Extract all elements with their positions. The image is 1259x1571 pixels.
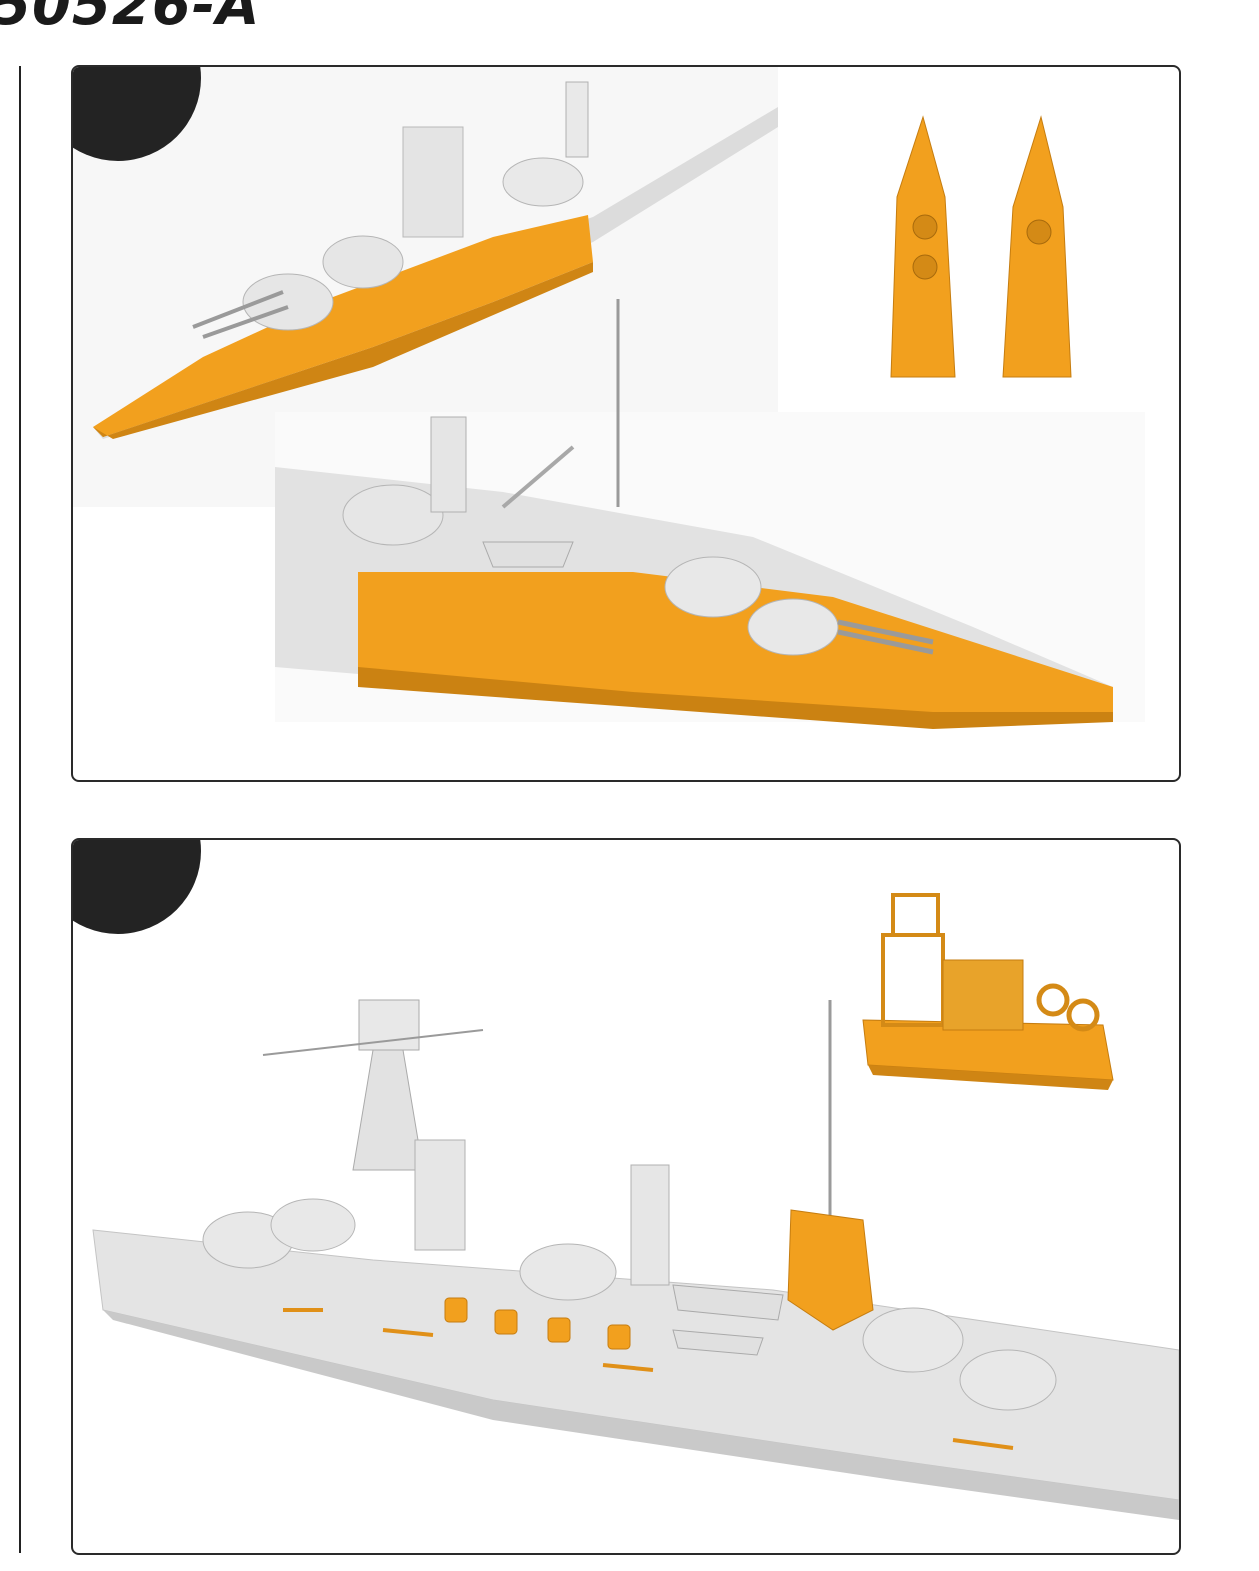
step-1-panel: 1 bbox=[71, 65, 1181, 782]
step-2-illustration bbox=[92, 893, 1179, 1520]
ship-bow-view-top bbox=[73, 67, 778, 507]
step-1-number: 1 bbox=[73, 67, 111, 82]
step-2-number: 2 bbox=[73, 840, 111, 855]
left-margin-rule bbox=[0, 66, 21, 1553]
deck-part-right bbox=[1002, 115, 1072, 378]
step-1-illustration bbox=[73, 67, 1145, 729]
ship-full-view bbox=[92, 999, 1179, 1520]
ship-midship-view bbox=[275, 299, 1145, 729]
step-2-panel: 2 bbox=[71, 838, 1181, 1555]
document-title: 50526-A bbox=[0, 0, 261, 38]
bridge-sprue-part bbox=[862, 893, 1114, 1090]
deck-part-left bbox=[890, 115, 956, 378]
